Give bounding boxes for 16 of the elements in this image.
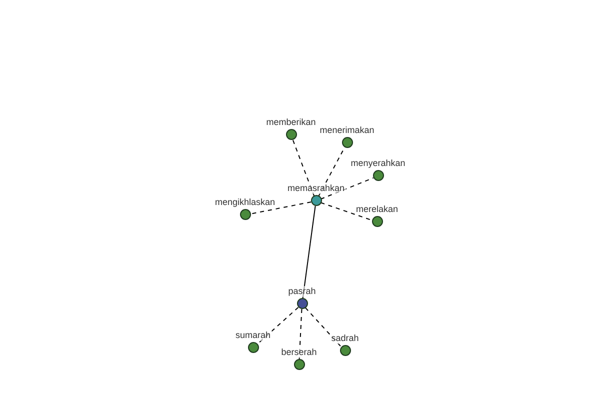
node-label: sumarah [234,330,272,341]
node-label: menerimakan [318,125,376,136]
node-label: memasrahkan [286,183,346,194]
node-label: sadrah [330,333,360,344]
connector-line [320,202,373,221]
node-label: merelakan [354,204,400,215]
node-label: mengikhlaskan [214,197,276,208]
connector-line [292,139,315,197]
node-label: memberikan [265,117,317,128]
connector-line [302,205,316,300]
connector-line [249,201,312,215]
node-label: berserah [280,347,318,358]
node-label: menyerahkan [350,158,406,169]
node-label: pasrah [287,286,317,297]
connector-line [304,307,342,348]
connector-line [298,308,302,360]
